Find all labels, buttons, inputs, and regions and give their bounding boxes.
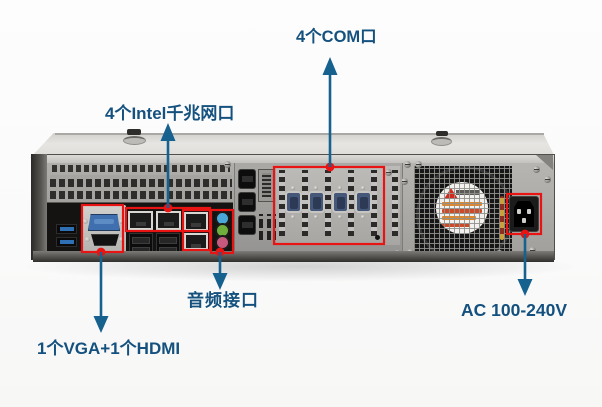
vga-port <box>88 214 120 231</box>
hdmi-port <box>91 234 119 246</box>
arrow-head-com <box>322 57 338 75</box>
dvi-port <box>258 169 275 202</box>
arrow-head-vga <box>93 316 109 333</box>
bracket-vent-strip <box>392 170 398 236</box>
lan-port <box>184 212 208 231</box>
screw <box>529 247 536 254</box>
displayport <box>238 215 256 235</box>
vent-grid <box>50 175 232 199</box>
screw <box>544 176 551 183</box>
label-com-ports: 4个COM口 <box>296 28 377 46</box>
db9-screw <box>361 186 365 190</box>
ac-power-inlet <box>509 196 539 232</box>
com-port-db9 <box>285 191 302 213</box>
lid-handle-nub <box>436 131 448 136</box>
db9-screw <box>338 186 342 190</box>
screw <box>415 161 422 168</box>
sticker-row <box>442 223 470 227</box>
usb2-port-stack <box>129 233 153 254</box>
audio-jack-mic <box>215 235 230 250</box>
db9-screw <box>338 215 342 219</box>
displayport <box>238 169 256 189</box>
label-power: AC 100-240V <box>461 300 568 320</box>
psu-fan-grille <box>414 166 512 259</box>
bracket-vent-strip <box>325 170 331 236</box>
db9-screw <box>291 215 295 219</box>
com-port-db9 <box>332 191 349 213</box>
chassis-top-lid <box>30 133 554 158</box>
vga-screw <box>119 219 124 224</box>
psu-fan-sticker <box>436 182 488 234</box>
screw <box>533 166 540 173</box>
lid-handle-nub <box>127 129 141 135</box>
screw <box>401 178 408 185</box>
vent-dash-row <box>52 165 230 172</box>
vent-slots <box>259 214 277 240</box>
sticker-brand-bar <box>456 190 480 195</box>
sticker-row <box>442 209 482 213</box>
psu-wires <box>500 196 504 240</box>
ac-inlet-socket <box>514 201 534 227</box>
com-port-db9 <box>355 191 372 213</box>
lid-handle-slot <box>123 136 146 145</box>
label-video: 1个VGA+1个HDMI <box>37 339 181 358</box>
db9-screw <box>361 215 365 219</box>
sticker-row <box>442 216 476 220</box>
fan-frame-ring <box>416 166 512 259</box>
hdmi-screw <box>119 237 124 242</box>
ac-pin <box>522 218 526 223</box>
label-lan-ports: 4个Intel千兆网口 <box>105 104 235 123</box>
displayport <box>238 192 256 212</box>
db9-screw <box>291 186 295 190</box>
lan-port <box>184 233 208 250</box>
ac-pin <box>517 209 521 214</box>
sticker-logo-triangle <box>444 188 458 199</box>
usb3-port <box>56 224 77 234</box>
usb2-port-stack <box>156 233 180 254</box>
screw <box>404 161 411 168</box>
db9-screw <box>314 215 318 219</box>
usb3-port <box>56 237 77 247</box>
com-port-db9 <box>308 191 325 213</box>
chassis-left-edge <box>31 154 47 260</box>
db9-screw <box>314 186 318 190</box>
screw <box>385 169 392 176</box>
ac-pin <box>527 209 531 214</box>
sticker-row <box>442 202 482 206</box>
thumbscrew-hole <box>375 235 380 240</box>
vga-screw <box>83 219 88 224</box>
lid-handle-slot <box>431 137 452 146</box>
lan-port <box>128 211 153 230</box>
chassis-bottom-edge <box>33 251 554 262</box>
screw <box>224 161 231 168</box>
lid-back-edge <box>55 133 544 135</box>
hdmi-screw <box>85 237 90 242</box>
lan-port <box>156 211 181 230</box>
label-audio: 音频接口 <box>187 291 259 310</box>
